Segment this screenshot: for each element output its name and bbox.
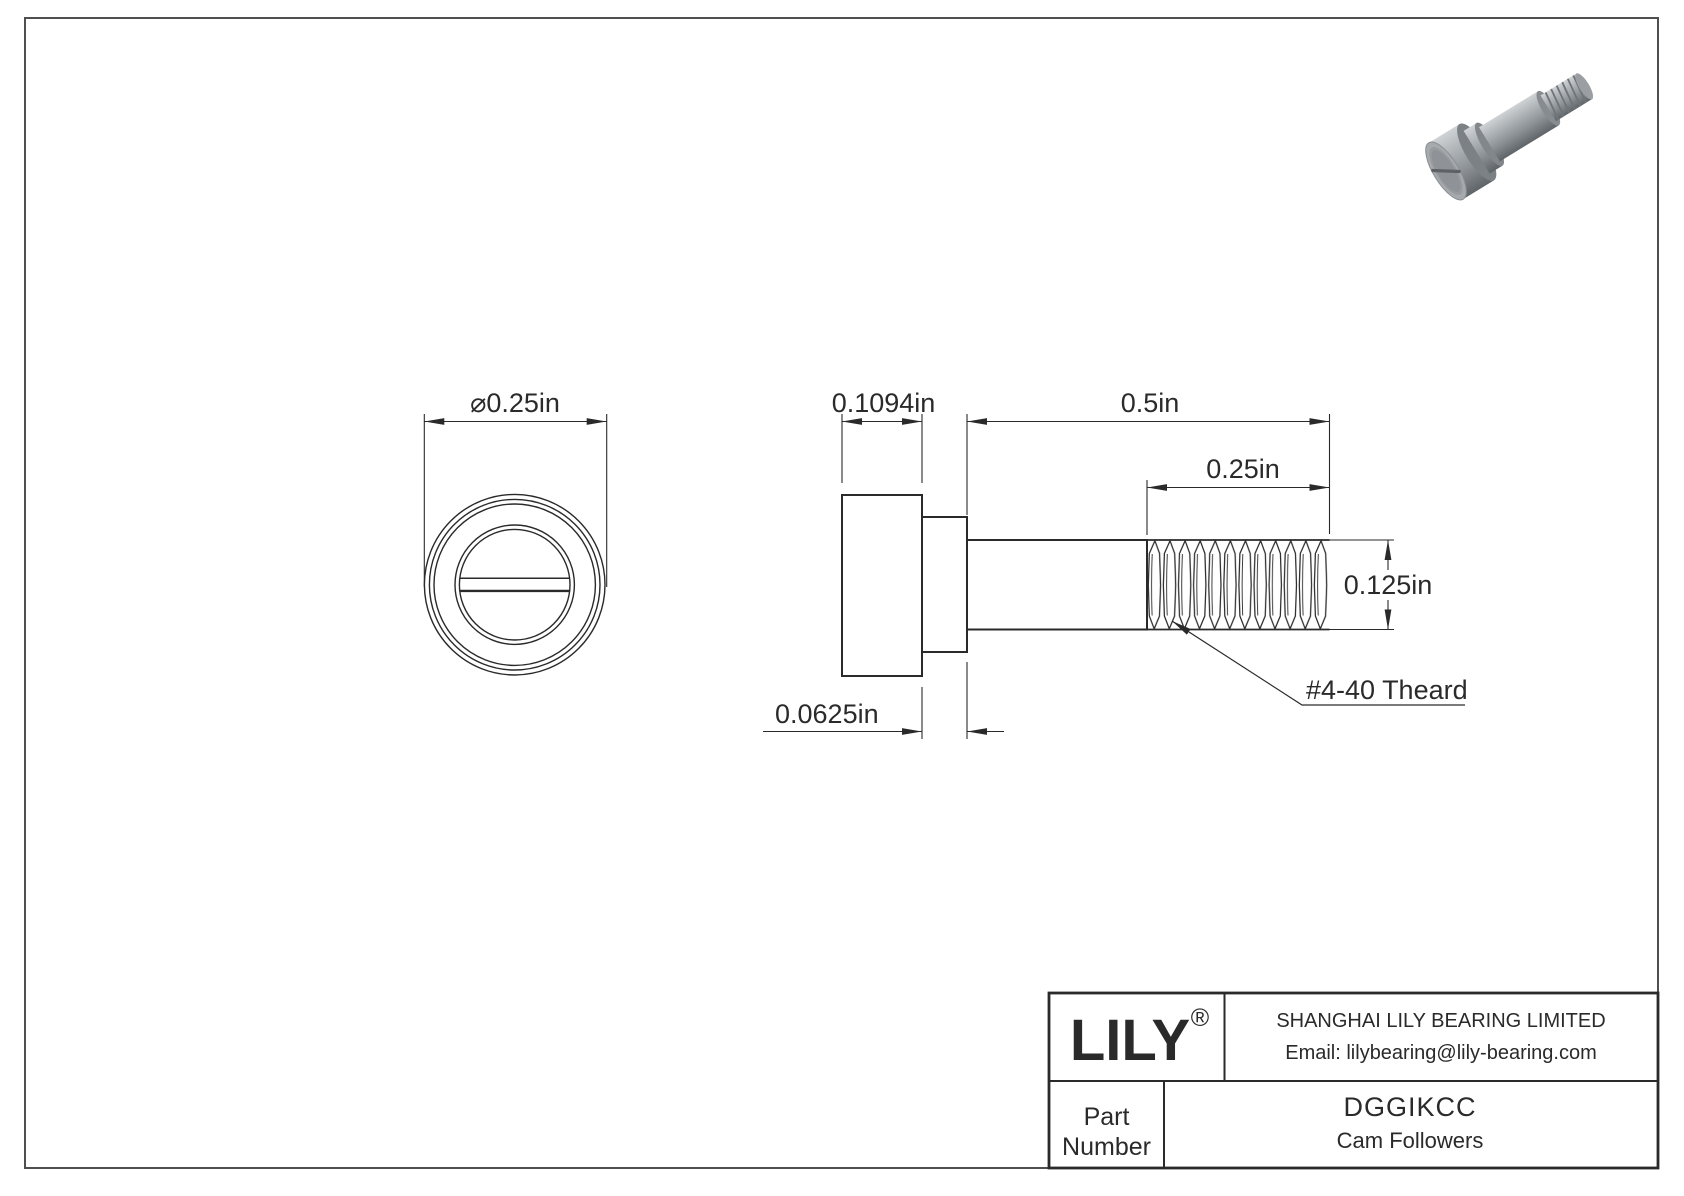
part-label-line2: Number (1062, 1133, 1151, 1161)
thread-profile (1147, 539, 1330, 631)
screw-profile (841, 494, 1148, 677)
face-outer-circle (454, 524, 576, 646)
thread-note-leader (1171, 620, 1465, 706)
registered-mark: ® (1191, 1004, 1210, 1032)
thread-note-label: #4-40 Theard (1306, 675, 1468, 705)
render-head-body (1428, 124, 1494, 200)
dim-head-width (841, 414, 923, 483)
dim-head-diameter (423, 414, 608, 587)
face-inner-circle (458, 528, 571, 641)
screw-3d-render (1425, 73, 1594, 201)
dim-shoulder-length-label: 0.5in (1121, 388, 1180, 418)
dim-shoulder-length (966, 414, 1331, 534)
part-category: Cam Followers (1337, 1128, 1484, 1153)
head-profile (841, 494, 923, 677)
screw-slot (459, 577, 571, 593)
head-rim-circle (433, 503, 597, 667)
step-profile (921, 516, 968, 653)
render-shank (1479, 91, 1559, 162)
part-number-cell: DGGIKCC Cam Followers (1337, 1092, 1484, 1153)
drawing-frame (24, 17, 1659, 1169)
title-block: LILY ® SHANGHAI LILY BEARING LIMITED Ema… (1047, 991, 1660, 1170)
drawing-views: ⌀0.25in 0.1094in (423, 388, 1468, 739)
dim-head-width-label: 0.1094in (832, 388, 936, 418)
dim-thread-length (1146, 480, 1330, 535)
dim-head-diameter-label: ⌀0.25in (470, 388, 560, 418)
shoulder-profile (966, 539, 1148, 631)
render-thread-ribs (1544, 75, 1587, 121)
dim-thread-diameter (1329, 539, 1394, 631)
dim-step-width-label: 0.0625in (775, 699, 879, 729)
company-name: SHANGHAI LILY BEARING LIMITED (1276, 1010, 1605, 1032)
dim-thread-length-label: 0.25in (1206, 454, 1280, 484)
head-outer-circle (423, 493, 606, 676)
side-view: 0.1094in 0.5in 0.25in 0.125in (763, 388, 1468, 739)
part-label-line1: Part (1084, 1103, 1130, 1131)
front-view: ⌀0.25in (423, 388, 608, 676)
logo-cell: LILY ® (1070, 1004, 1210, 1073)
part-label-cell: Part Number (1062, 1103, 1151, 1161)
render-thread-tip (1575, 73, 1594, 100)
render-slot (1431, 168, 1461, 174)
dim-thread-diameter-label: 0.125in (1344, 570, 1433, 600)
company-cell: SHANGHAI LILY BEARING LIMITED Email: lil… (1276, 1010, 1605, 1064)
part-number: DGGIKCC (1343, 1092, 1476, 1122)
dim-step-width (763, 662, 1004, 739)
head-circles (423, 493, 606, 676)
head-chamfer-circle (428, 498, 601, 671)
company-email: Email: lilybearing@lily-bearing.com (1285, 1042, 1597, 1064)
lily-logo: LILY (1070, 1008, 1190, 1073)
